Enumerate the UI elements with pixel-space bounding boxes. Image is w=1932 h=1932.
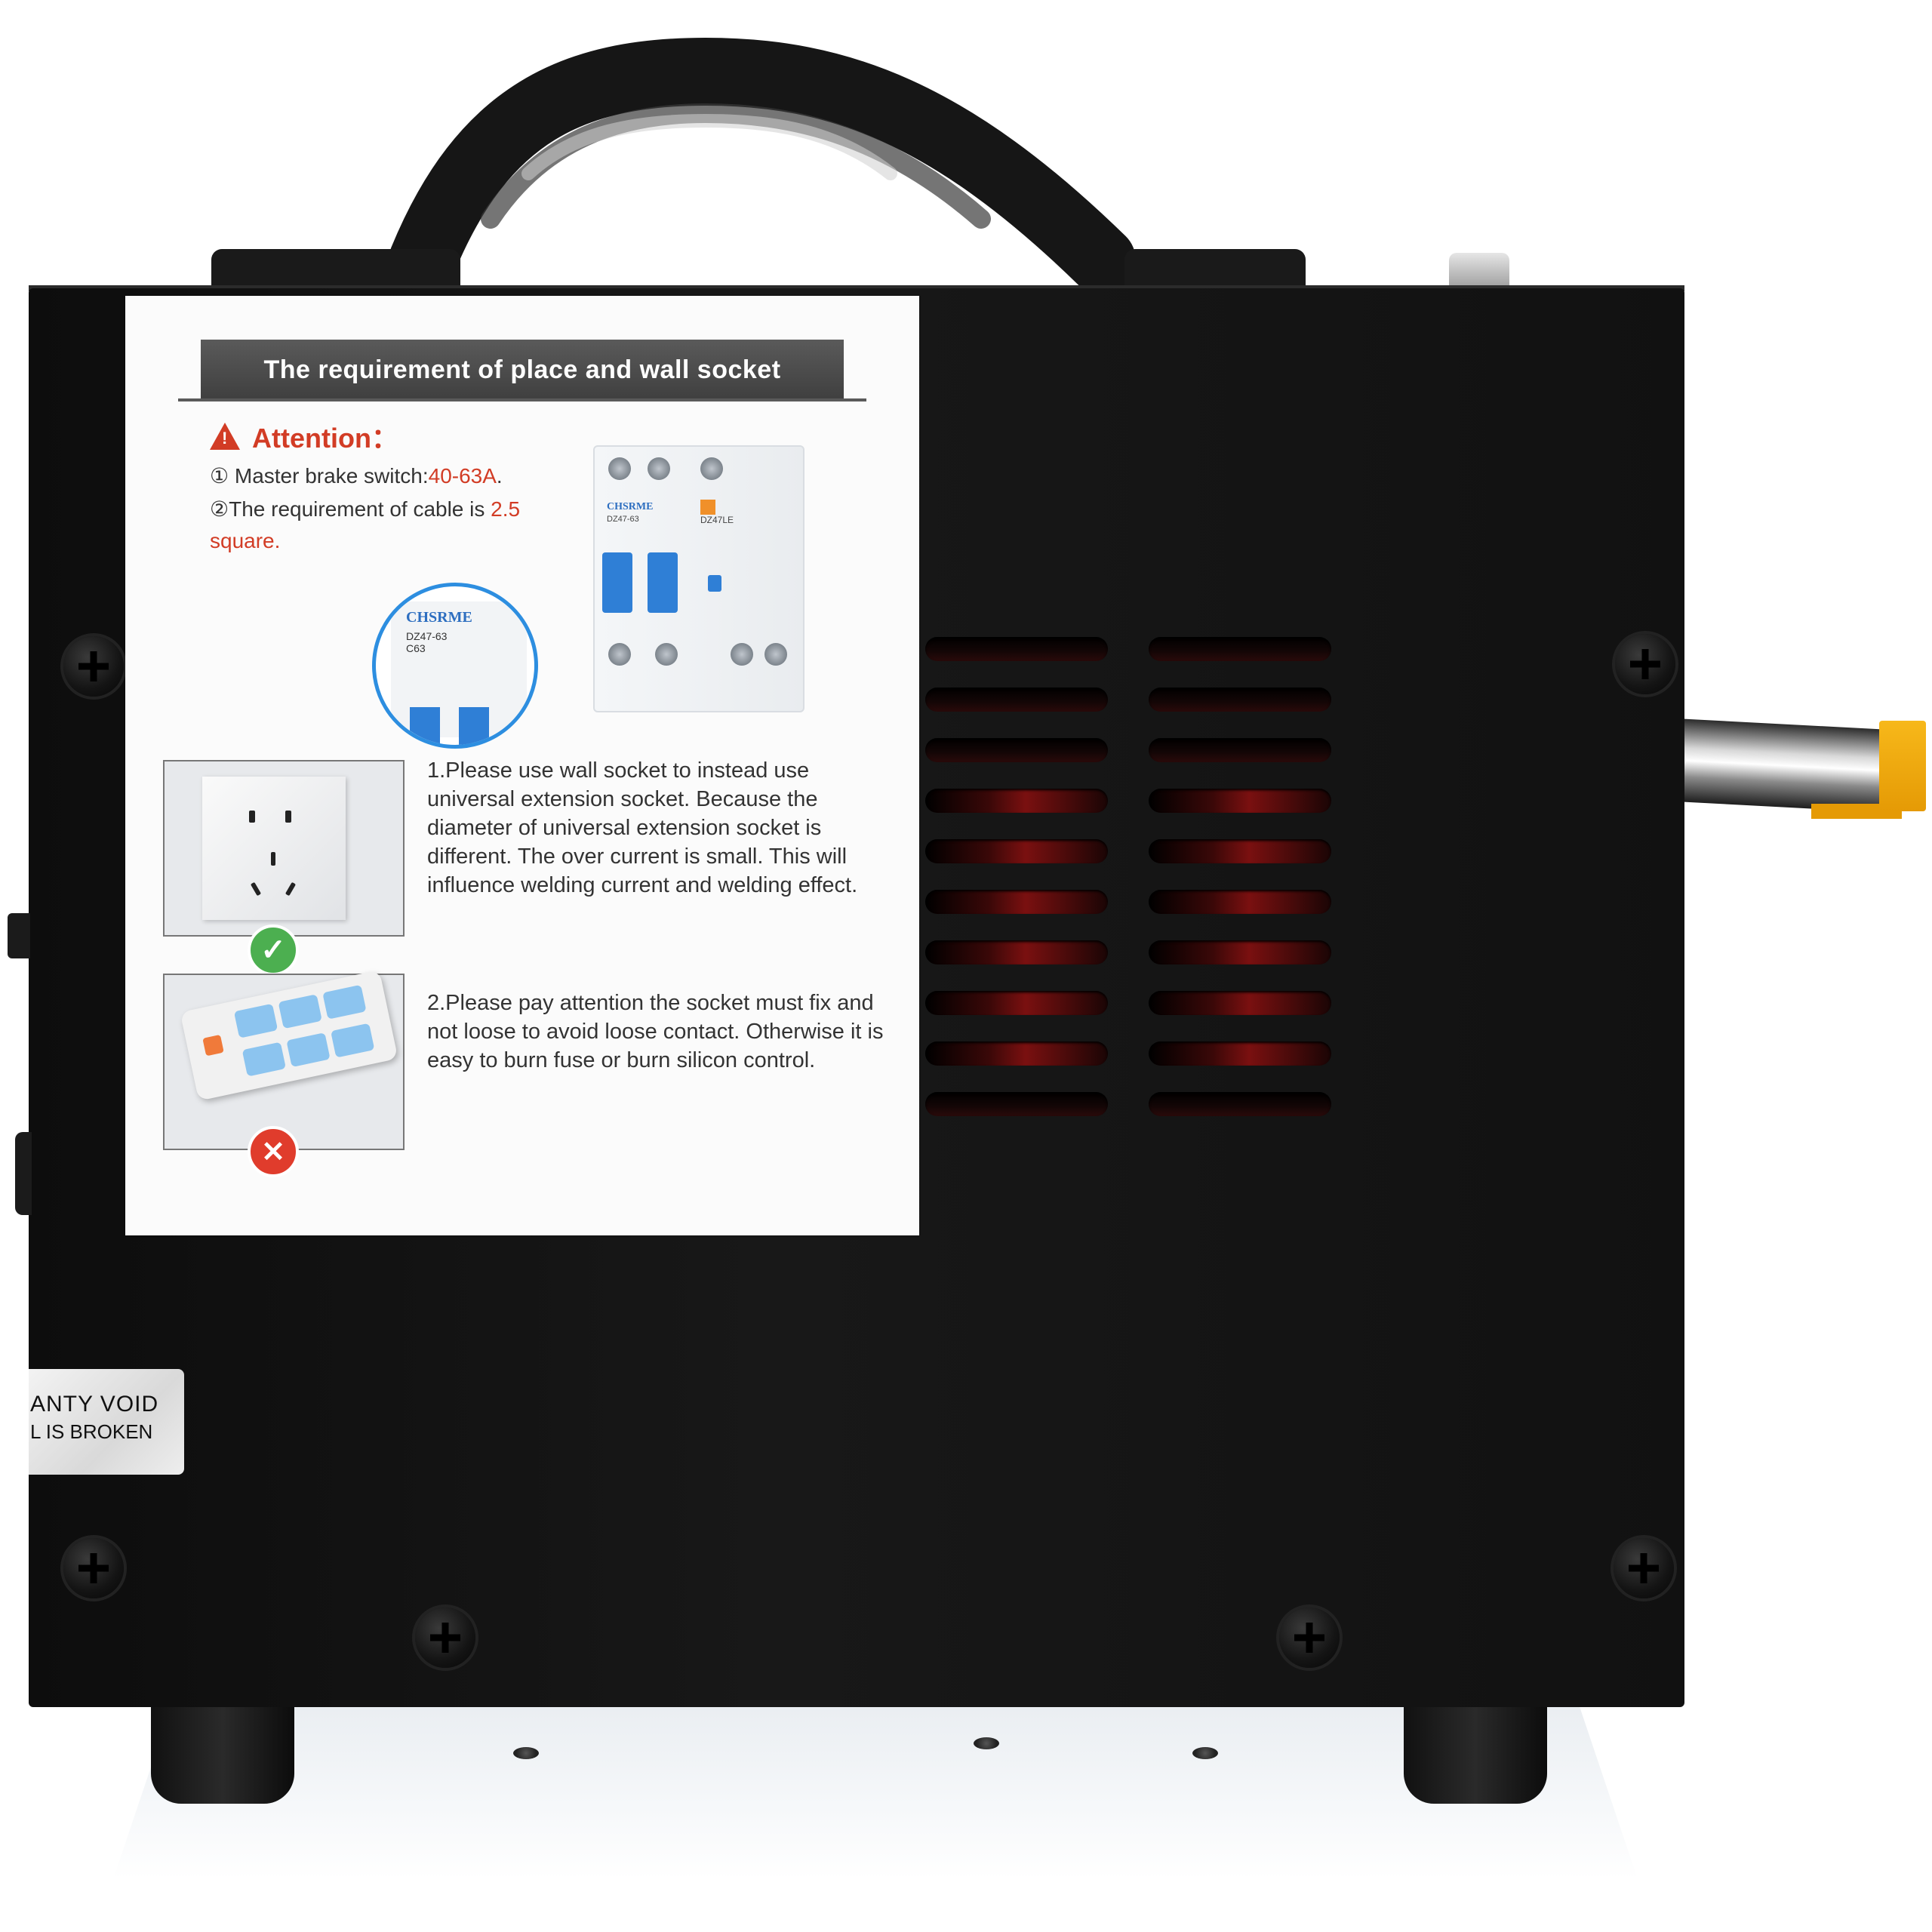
screw-icon (1279, 1607, 1340, 1668)
power-strip-photo (163, 970, 405, 1150)
vent-slot (1149, 637, 1331, 661)
outlet-icon (242, 1041, 287, 1077)
breaker-toggle (410, 707, 440, 745)
top-knob (1449, 253, 1509, 291)
indicator (700, 500, 715, 515)
vent-slot (925, 940, 1108, 964)
cabinet-side-detail (15, 1132, 32, 1215)
socket-slot (285, 811, 291, 823)
breaker-switch (648, 552, 678, 613)
yellow-connector-tip (1879, 721, 1926, 811)
requirement-item-1: ① Master brake switch:40-63A. (210, 463, 503, 488)
output-cable-clamp (1684, 718, 1896, 814)
breaker-switch (602, 552, 632, 613)
item1-suffix: . (496, 464, 503, 488)
vent-slot (925, 637, 1108, 661)
outlet-icon (322, 984, 367, 1020)
outlet-icon (233, 1003, 278, 1038)
base-bolt (974, 1737, 999, 1749)
requirement-item-2: ②The requirement of cable is 2.5 square. (210, 494, 572, 557)
outlet-icon (331, 1023, 375, 1058)
vent-slot (1149, 1092, 1331, 1116)
vent-slot (925, 991, 1108, 1015)
terminal-icon (731, 643, 753, 666)
handle-mount-left (211, 249, 460, 291)
wall-socket-icon (202, 777, 346, 920)
vent-slot (925, 1092, 1108, 1116)
title-underline (178, 398, 866, 401)
vent-slot (1149, 738, 1331, 762)
cabinet-side-detail (8, 913, 30, 958)
screw-icon (415, 1607, 475, 1668)
warning-icon (210, 423, 240, 450)
item1-value: 40-63A (428, 464, 497, 488)
rubber-foot-right (1404, 1690, 1547, 1804)
warranty-line-1: ANTY VOID (30, 1392, 159, 1417)
power-switch (202, 1034, 224, 1057)
item2-prefix: ②The requirement of cable is (210, 497, 491, 521)
warranty-line-2: L IS BROKEN (30, 1420, 153, 1443)
vent-slot (1149, 1041, 1331, 1066)
screw-icon (1615, 634, 1675, 694)
vent-slot (925, 738, 1108, 762)
vent-slot (1149, 991, 1331, 1015)
item1-prefix: ① Master brake switch: (210, 464, 429, 488)
vent-slot (1149, 940, 1331, 964)
vent-slot (1149, 688, 1331, 712)
handle-mount-right (1124, 249, 1306, 291)
vent-slot (925, 1041, 1108, 1066)
breaker-toggle (459, 707, 489, 745)
attention-label: Attention： (252, 423, 398, 454)
vent-slot (1149, 890, 1331, 914)
power-strip-icon (180, 970, 398, 1101)
screw-icon (63, 1538, 124, 1598)
base-bolt (1192, 1747, 1218, 1759)
test-button (708, 575, 721, 592)
vent-slot (925, 890, 1108, 914)
socket-slot (271, 852, 275, 866)
breaker-model-line: DZ47-63 (406, 630, 448, 642)
check-icon: ✓ (248, 924, 299, 976)
vent-slot (925, 789, 1108, 813)
attention-heading: Attention： (210, 417, 398, 456)
screw-icon (1614, 1538, 1674, 1598)
wall-socket-photo (163, 760, 405, 937)
base-bolt (513, 1747, 539, 1759)
rubber-foot-left (151, 1690, 294, 1804)
terminal-icon (764, 643, 787, 666)
terminal-icon (648, 457, 670, 480)
outlet-icon (278, 994, 322, 1029)
item2-value: 2.5 square. (210, 497, 521, 552)
breaker-model: DZ47LE (700, 515, 734, 525)
white-base (113, 1698, 1638, 1879)
instruction-paragraph-2: 2.Please pay attention the socket must f… (427, 991, 884, 1072)
screw-icon (63, 636, 124, 697)
breaker-model: DZ47-63 (607, 515, 639, 524)
circuit-breaker-illustration: CHSRME DZ47-63 DZ47LE (593, 445, 804, 712)
breaker-brand: CHSRME (406, 609, 472, 626)
socket-slot (285, 881, 297, 897)
terminal-icon (655, 643, 678, 666)
socket-slot (250, 881, 262, 897)
outlet-icon (286, 1032, 331, 1068)
terminal-icon (700, 457, 723, 480)
breaker-model-line: C63 (406, 642, 426, 654)
socket-slot (249, 811, 255, 823)
vent-slot (925, 839, 1108, 863)
cross-icon: ✕ (248, 1126, 299, 1177)
sticker-title: The requirement of place and wall socket (201, 340, 844, 400)
vent-slot (1149, 839, 1331, 863)
carry-handle (389, 37, 1136, 294)
terminal-icon (608, 643, 631, 666)
vent-slot (1149, 789, 1331, 813)
instruction-sticker: The requirement of place and wall socket… (125, 296, 919, 1235)
breaker-brand: CHSRME (607, 501, 654, 512)
warranty-seal-label: ANTY VOID L IS BROKEN (29, 1369, 184, 1475)
instruction-paragraph-1: 1.Please use wall socket to instead use … (427, 758, 858, 897)
terminal-icon (608, 457, 631, 480)
vent-slot (925, 688, 1108, 712)
